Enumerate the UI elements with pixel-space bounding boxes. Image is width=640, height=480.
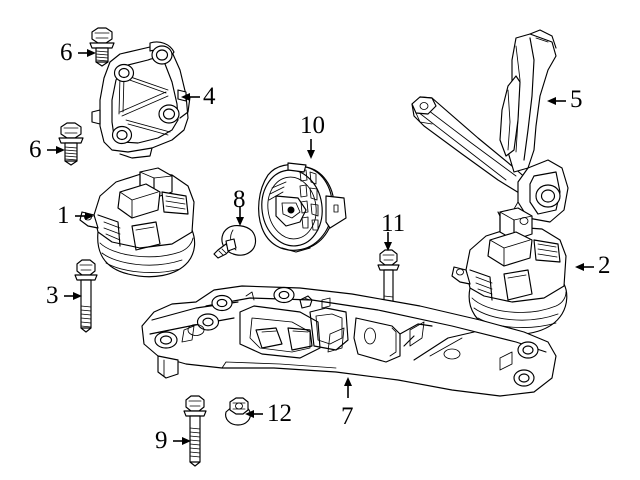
- part-stud-8: [213, 225, 257, 259]
- part-damper-10: [258, 162, 347, 253]
- part-bracket-4: [91, 41, 191, 159]
- part-engine-mount-2: [451, 207, 568, 341]
- callout-label-3: 3: [46, 282, 59, 309]
- callout-leaders: [47, 49, 594, 445]
- callout-label-1: 1: [57, 202, 70, 229]
- part-crossmember-7: [141, 285, 557, 397]
- part-nut-12: [225, 397, 251, 426]
- callout-label-8: 8: [233, 186, 246, 213]
- callout-label-10: 10: [300, 112, 325, 139]
- callout-label-6-upper: 6: [60, 39, 73, 66]
- callout-label-4: 4: [203, 83, 216, 110]
- part-support-arm-5: [411, 29, 569, 229]
- callout-label-9: 9: [155, 427, 168, 454]
- callout-label-11: 11: [381, 210, 406, 237]
- callout-label-6-lower: 6: [29, 136, 42, 163]
- part-bolt-6-upper: [89, 27, 115, 67]
- part-bolt-3: [74, 259, 98, 333]
- part-bolt-9: [183, 395, 207, 467]
- callout-label-5: 5: [570, 86, 583, 113]
- callout-label-2: 2: [598, 252, 611, 279]
- callout-label-7: 7: [341, 403, 354, 430]
- part-bolt-6-lower: [58, 122, 84, 166]
- callout-label-12: 12: [267, 400, 292, 427]
- part-engine-mount-1: [79, 167, 196, 278]
